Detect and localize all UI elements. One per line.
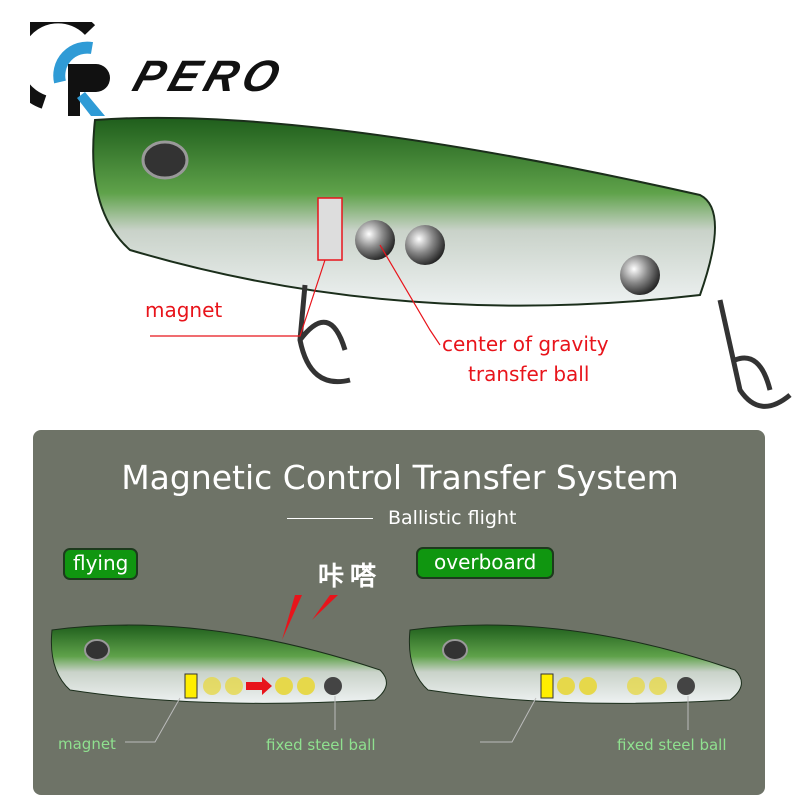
lure-overboard <box>408 624 742 743</box>
state-badge-overboard: overboard <box>416 547 555 579</box>
logo-mark <box>30 22 110 116</box>
divider <box>287 518 373 519</box>
lure-diagrams <box>50 595 742 743</box>
magnet-label-small: magnet <box>58 735 116 753</box>
info-panel <box>33 430 765 795</box>
panel-title: Magnetic Control Transfer System <box>121 458 679 497</box>
state-badge-flying: flying <box>63 548 139 580</box>
ball-label-line2: transfer ball <box>468 362 590 386</box>
panel-subtitle: Ballistic flight <box>388 507 517 529</box>
logo-brand-text: PERO <box>127 52 292 101</box>
lure-illustration <box>92 116 792 409</box>
fixed-ball-label-flying: fixed steel ball <box>266 736 376 754</box>
magnet-label: magnet <box>145 298 223 322</box>
click-sound-text: 咔嗒 <box>318 562 383 592</box>
fixed-ball-label-overboard: fixed steel ball <box>617 736 727 754</box>
ball-label-line1: center of gravity <box>442 332 609 356</box>
lure-flying <box>50 624 387 743</box>
